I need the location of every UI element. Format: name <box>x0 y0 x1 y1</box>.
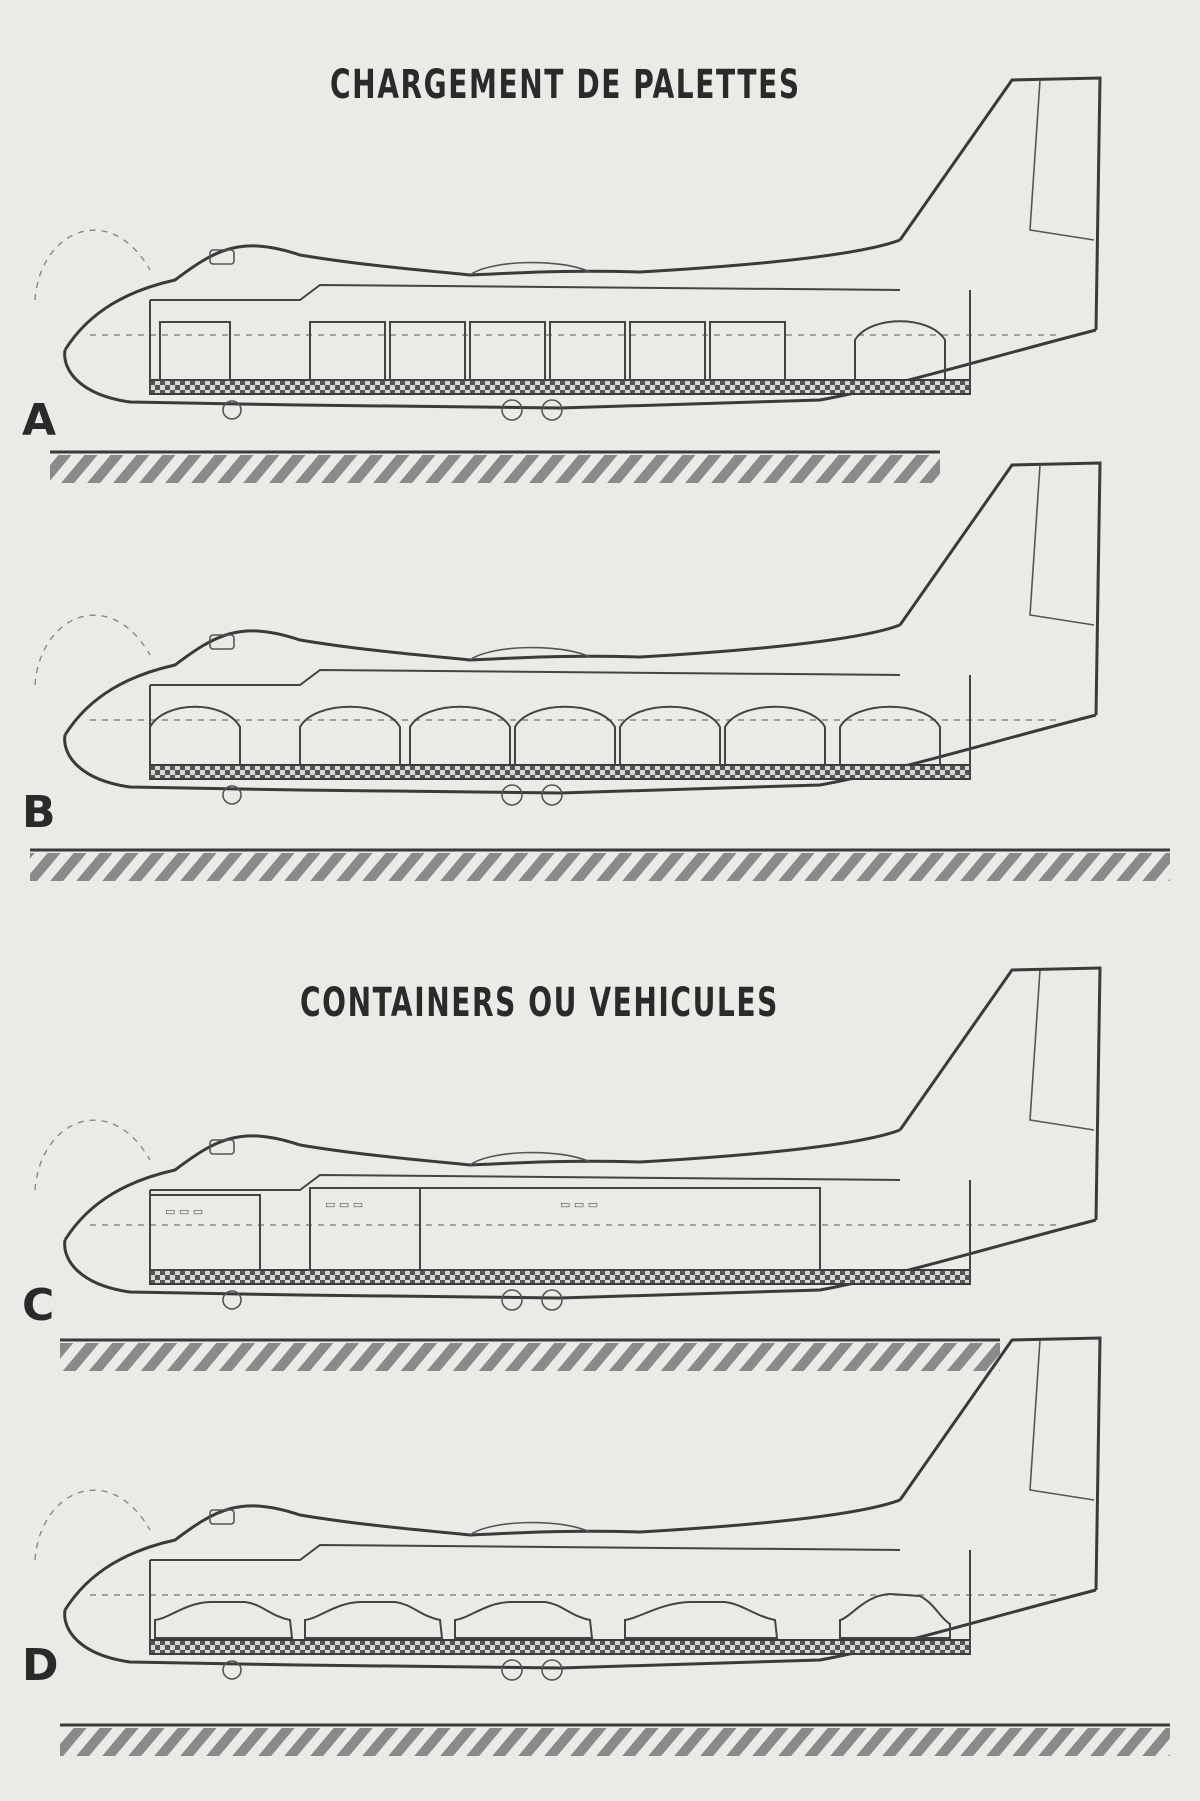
panel-label-a: A <box>22 395 57 446</box>
svg-text:▭ ▭ ▭: ▭ ▭ ▭ <box>560 1198 598 1211</box>
container-loads: ▭ ▭ ▭ ▭ ▭ ▭ ▭ ▭ ▭ <box>149 1187 821 1271</box>
ground-hatch-b <box>30 853 1170 881</box>
aircraft-diagram-a <box>33 76 1102 483</box>
panel-label-d: D <box>22 1640 59 1691</box>
panel-b <box>0 445 1200 881</box>
svg-text:▭ ▭ ▭: ▭ ▭ ▭ <box>325 1198 363 1211</box>
svg-text:▭ ▭ ▭: ▭ ▭ ▭ <box>165 1205 203 1218</box>
panel-label-b: B <box>22 787 56 838</box>
ground-hatch-a <box>50 455 940 483</box>
heading-containers-vehicles: CONTAINERS OU VEHICULES <box>300 980 779 1026</box>
panel-d <box>0 1320 1200 1780</box>
aircraft-diagram-c: ▭ ▭ ▭ ▭ ▭ ▭ ▭ ▭ ▭ <box>33 966 1102 1371</box>
heading-pallet-loading: CHARGEMENT DE PALETTES <box>330 62 801 108</box>
panel-c: ▭ ▭ ▭ ▭ ▭ ▭ ▭ ▭ ▭ <box>0 950 1200 1371</box>
panel-a <box>0 60 1200 483</box>
aircraft-diagram-d <box>33 1336 1170 1756</box>
pallet-loads-arched <box>149 705 941 765</box>
aircraft-diagram-b <box>30 461 1170 881</box>
ground-hatch-c <box>60 1343 1000 1371</box>
vehicle-loads <box>154 1592 951 1639</box>
panel-label-c: C <box>22 1280 55 1331</box>
pallet-loads-square <box>159 320 946 381</box>
ground-hatch-d <box>60 1728 1170 1756</box>
